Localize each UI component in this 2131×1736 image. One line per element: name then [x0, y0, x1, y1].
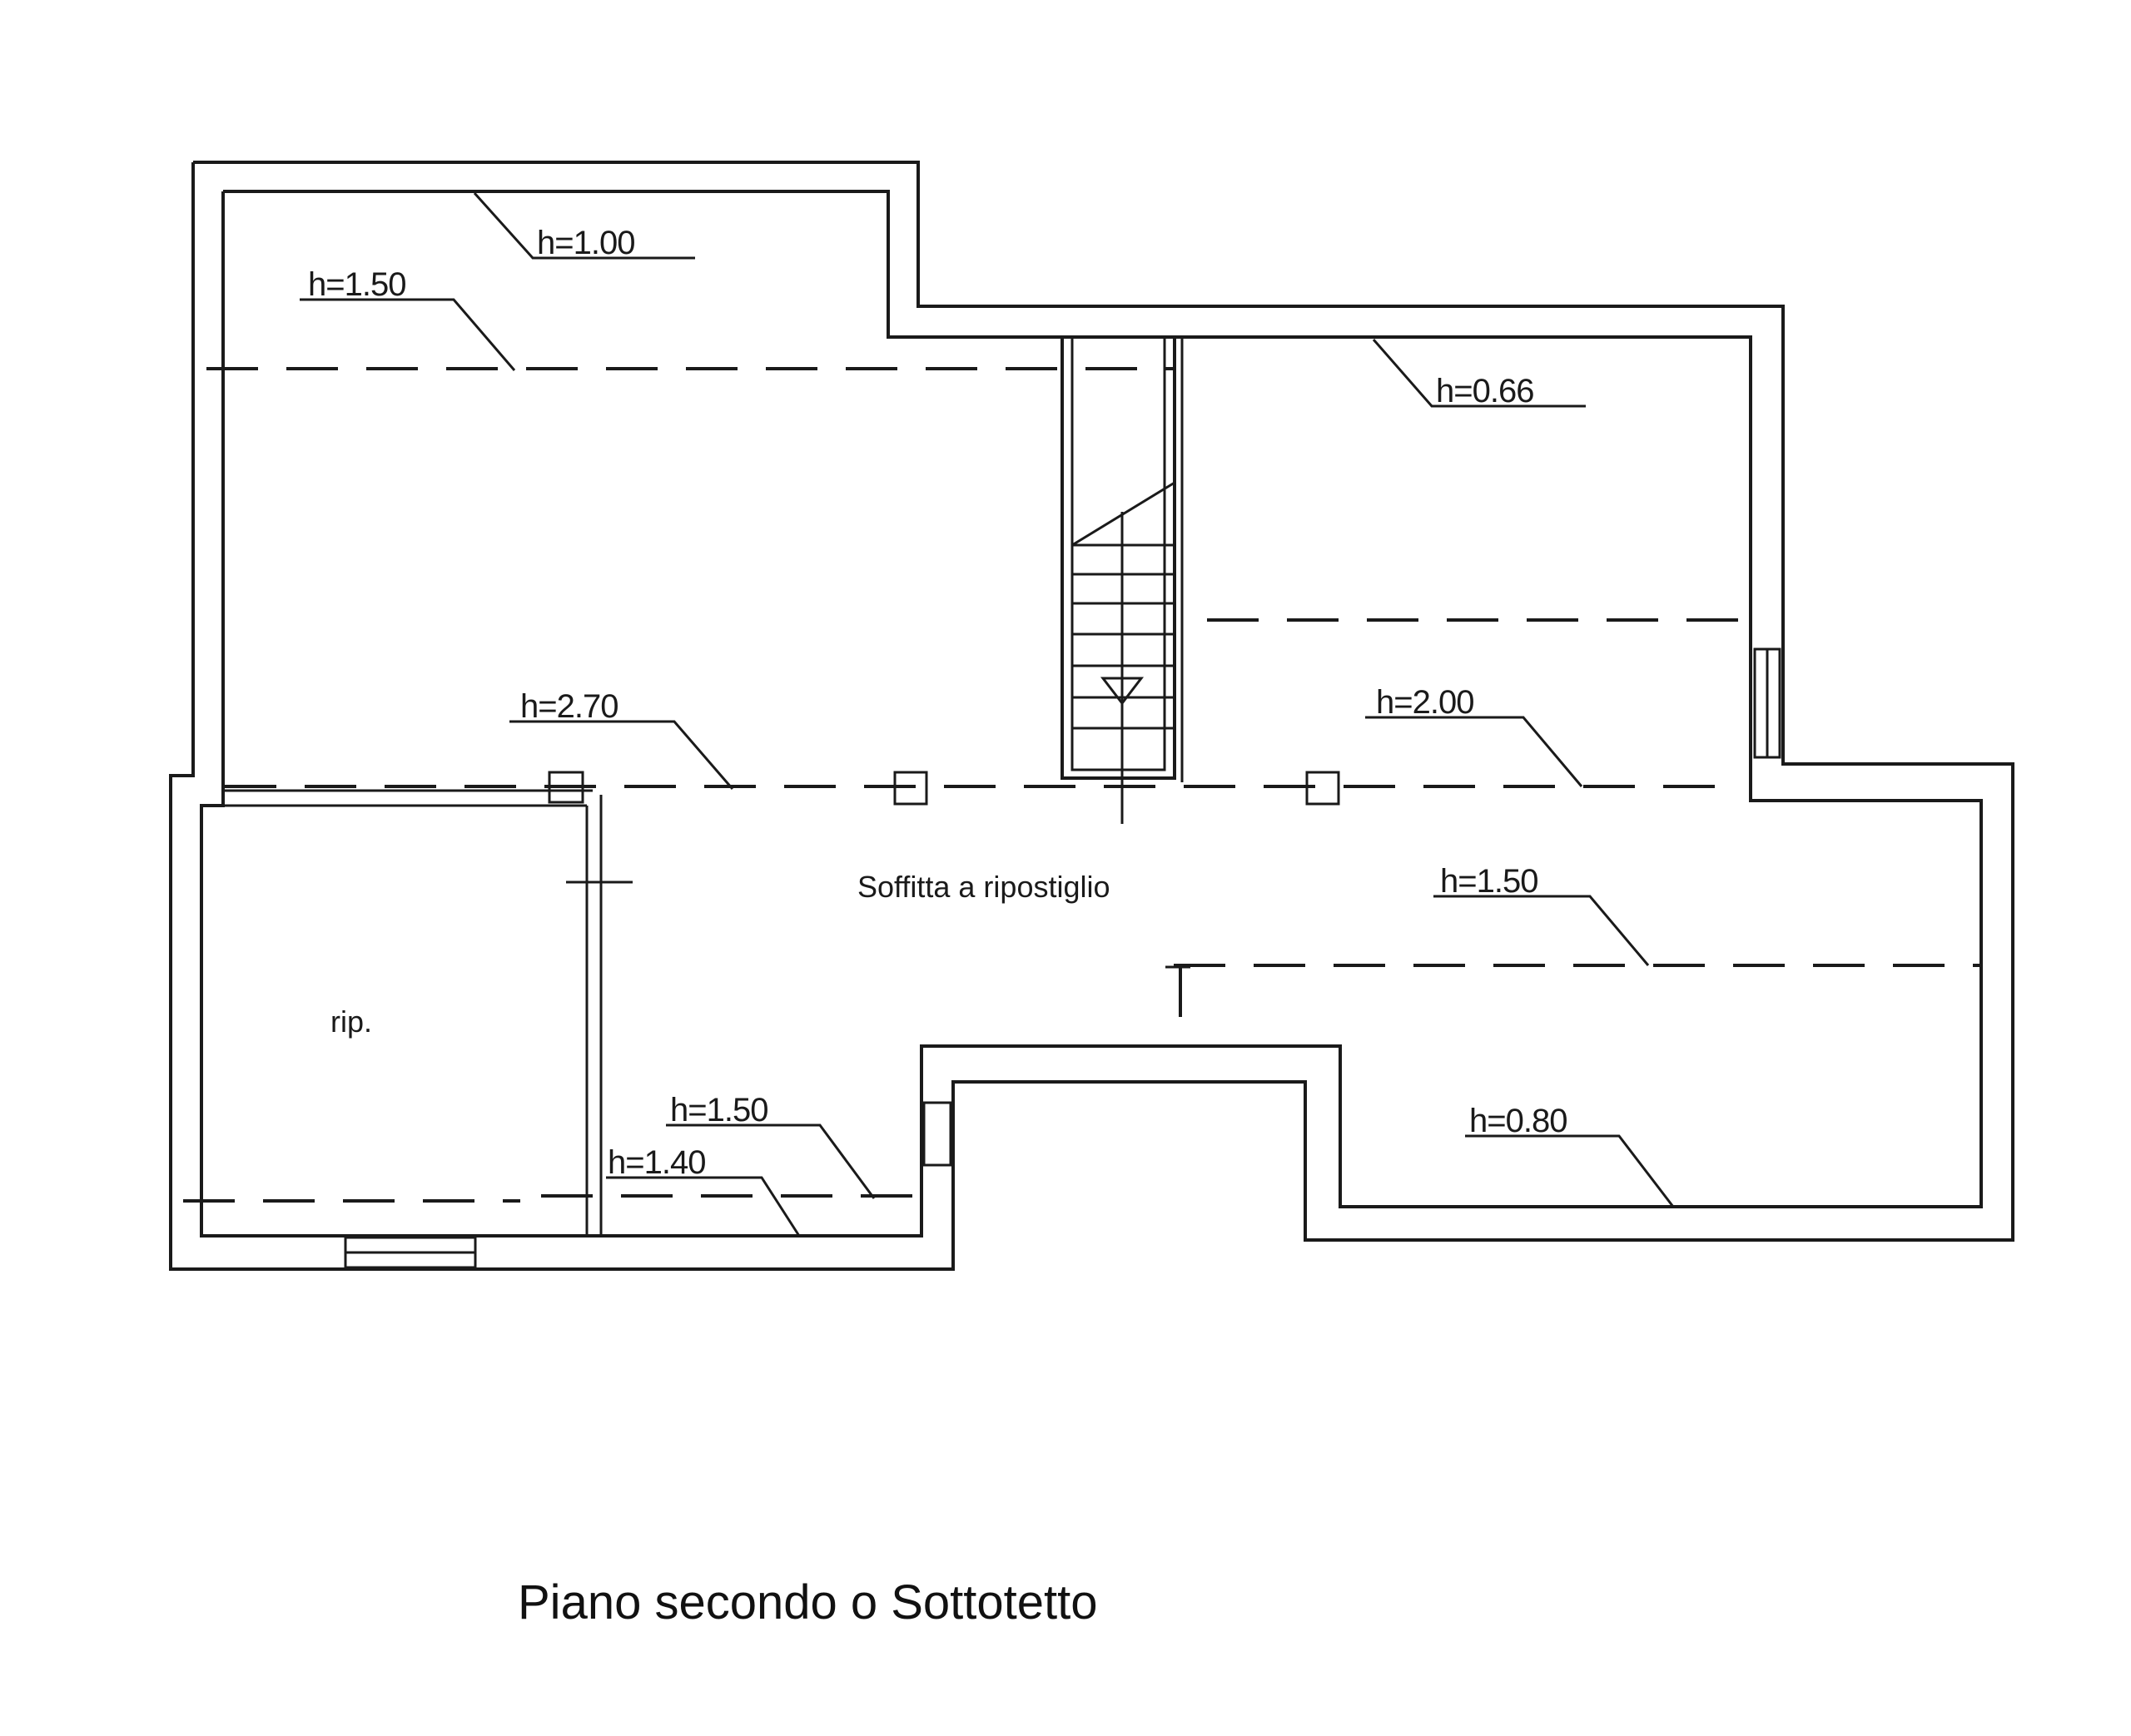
- leader-h066: [1372, 339, 1586, 408]
- inner-wall: [200, 190, 1983, 1238]
- height-label-4: h=2.70: [520, 688, 618, 725]
- height-label-9: h=0.80: [1469, 1103, 1567, 1139]
- height-label-7: h=1.50: [670, 1092, 767, 1128]
- room-label-main: Soffitta a ripostiglio: [857, 870, 1110, 904]
- leader-h150-top: [300, 298, 516, 371]
- outer-wall: [169, 161, 2014, 1271]
- stair-winder: [1071, 480, 1176, 547]
- leader-h100: [473, 191, 695, 260]
- plan-title: Piano secondo o Sottotetto: [518, 1575, 1098, 1629]
- stair-inner: [1070, 335, 1166, 771]
- leader-h200: [1365, 716, 1583, 787]
- height-label-5: h=2.00: [1376, 684, 1473, 721]
- height-label-6: h=1.50: [1440, 863, 1537, 900]
- leader-h080: [1465, 1134, 1675, 1208]
- leader-h150-bottom: [666, 1123, 876, 1199]
- column-marker: [1305, 771, 1340, 806]
- stair-enclosure: [1061, 335, 1176, 780]
- leader-h140: [606, 1176, 801, 1237]
- leader-h150-right: [1433, 895, 1650, 966]
- height-label-1: h=1.00: [537, 225, 634, 261]
- height-label-8: h=1.40: [608, 1144, 705, 1181]
- leader-h270: [509, 720, 734, 790]
- height-label-3: h=0.66: [1436, 373, 1533, 409]
- room-label-storage: rip.: [330, 1004, 372, 1039]
- column-marker: [893, 771, 928, 806]
- notch-window: [922, 1101, 952, 1167]
- stair-arrow-icon: [1100, 677, 1145, 706]
- height-label-2: h=1.50: [308, 266, 405, 303]
